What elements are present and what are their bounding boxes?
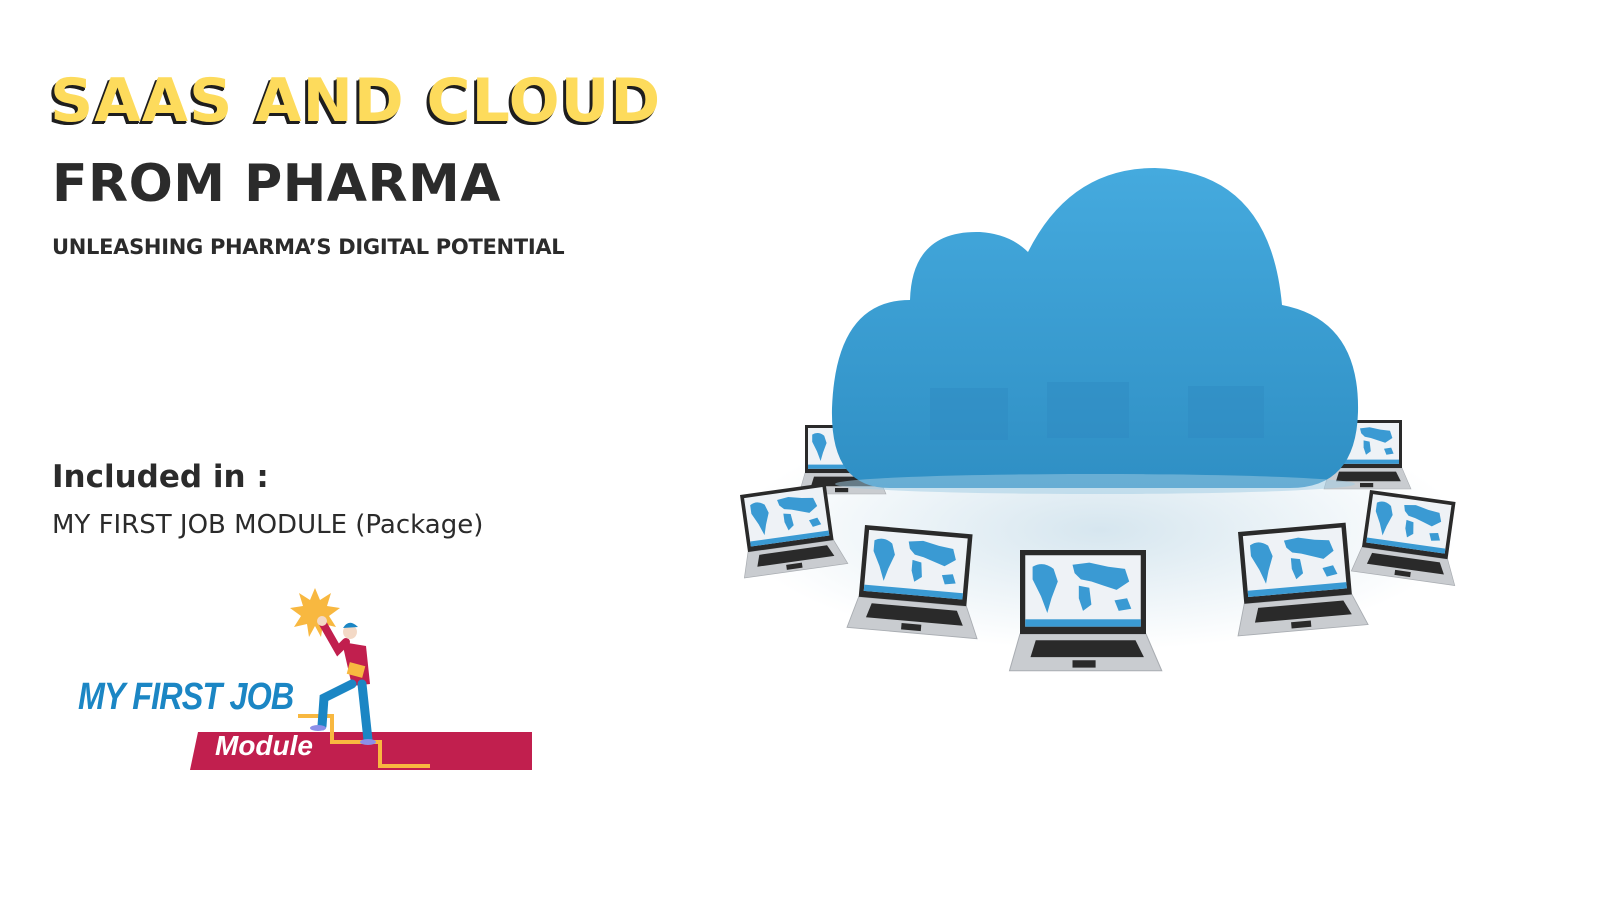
logo-title: MY FIRST JOB bbox=[78, 676, 294, 718]
slide-tagline: UNLEASHING PHARMA’S DIGITAL POTENTIAL bbox=[52, 235, 565, 259]
slide-subtitle: FROM PHARMA bbox=[52, 154, 502, 214]
included-in-label: Included in : bbox=[52, 459, 269, 495]
slide-title: SAAS AND CLOUD bbox=[50, 66, 662, 136]
banner-shape bbox=[190, 732, 532, 770]
laptop-front-center bbox=[1008, 549, 1163, 672]
logo-subtitle: Module bbox=[215, 730, 313, 761]
logo-illustration-icon bbox=[190, 588, 532, 770]
cloud-computing-illustration bbox=[710, 150, 1490, 710]
cloud-shape bbox=[831, 168, 1359, 494]
sun-icon bbox=[290, 588, 340, 637]
cloud-laptops-icon bbox=[732, 168, 1467, 672]
laptop-right-outer bbox=[1350, 488, 1467, 586]
package-name: MY FIRST JOB MODULE (Package) bbox=[52, 510, 484, 540]
laptop-front-left bbox=[846, 523, 987, 640]
my-first-job-logo: MY FIRST JOB Module bbox=[70, 580, 550, 790]
